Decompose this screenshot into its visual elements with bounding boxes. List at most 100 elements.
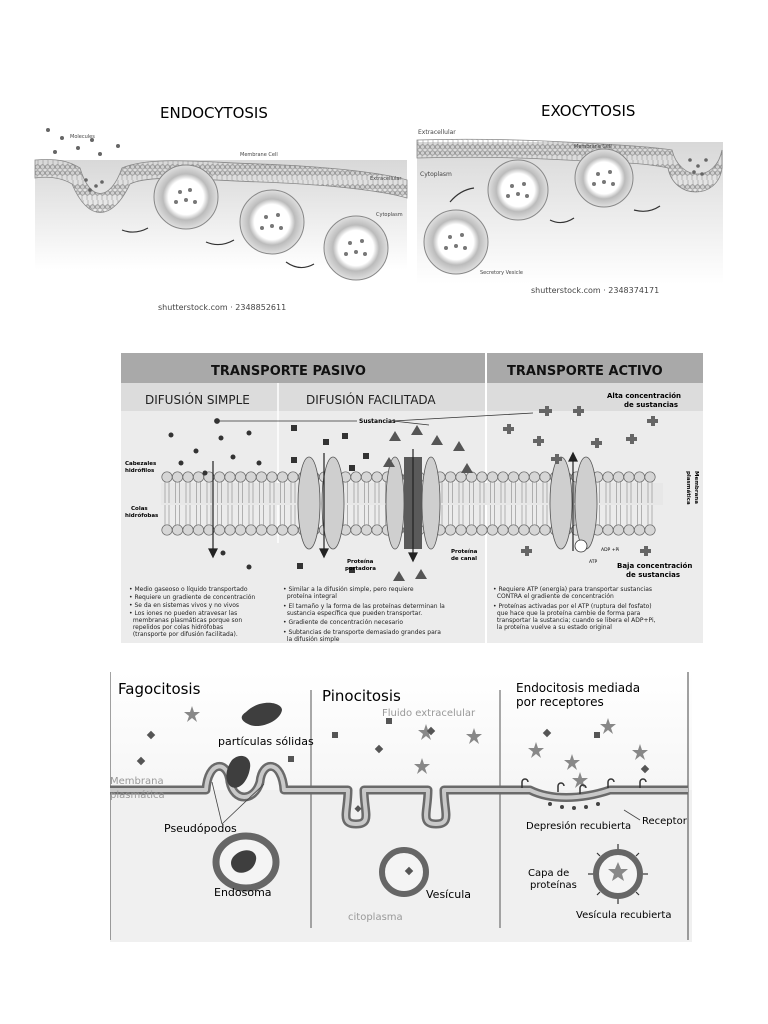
note-fac-6: la difusión simple bbox=[283, 636, 340, 643]
endo-molecules-label: Molecules bbox=[70, 134, 95, 140]
lipid-head bbox=[633, 471, 646, 483]
endo-credit: shutterstock.com · 2348852611 bbox=[158, 303, 286, 312]
endocytosis-title: ENDOCYTOSIS bbox=[160, 104, 268, 122]
membrane-label-1b: Membrana bbox=[110, 776, 164, 787]
atp-label: ATP bbox=[589, 559, 597, 565]
exo-arrows bbox=[449, 187, 661, 224]
note-act-5: la proteína vuelve a su estado original bbox=[493, 624, 612, 631]
active-title: TRANSPORTE ACTIVO bbox=[507, 364, 663, 379]
high-conc-2: de sustancias bbox=[624, 401, 678, 409]
note-simple-4: membranas plasmáticas porque son bbox=[129, 617, 242, 624]
lipid-head bbox=[507, 524, 520, 536]
note-act-4: transportar la sustancia; cuando se libe… bbox=[493, 617, 656, 624]
carrier-label-1: Proteína bbox=[347, 558, 374, 565]
membrane-label-2b: plasmática bbox=[110, 789, 165, 801]
lipid-head bbox=[486, 471, 499, 483]
exo-vesicle-3 bbox=[574, 148, 634, 208]
endo-vesicle-1 bbox=[153, 164, 219, 230]
note-fac-5: • Subtancias de transporte demasiado gra… bbox=[283, 629, 441, 636]
exocytosis-panel: EXOCYTOSIS Extracellular Membrane Cell C… bbox=[416, 102, 723, 295]
note-fac-2: • El tamaño y la forma de las proteínas … bbox=[283, 603, 445, 610]
lipid-head bbox=[276, 471, 289, 483]
heads-label-1: Cabezales bbox=[125, 461, 157, 467]
phagocytosis-panel: Fagocitosis partículas sólidas Membrana … bbox=[110, 680, 314, 899]
lipid-head bbox=[518, 471, 530, 483]
notes-simple: • Medio gaseoso o líquido transportado •… bbox=[129, 586, 255, 638]
note-act-3: que hace que la proteína cambie de forma… bbox=[493, 610, 641, 617]
receptor-title-1: Endocitosis mediada bbox=[516, 681, 640, 695]
pino-title: Pinocitosis bbox=[322, 687, 401, 705]
solid-particle-top bbox=[241, 702, 282, 727]
low-conc-2: de sustancias bbox=[626, 571, 680, 579]
lipid-head bbox=[255, 524, 268, 536]
lipid-head bbox=[213, 471, 226, 483]
coated-pit-label: Depresión recubierta bbox=[526, 820, 631, 832]
note-act-0: • Requiere ATP (energía) para transporta… bbox=[493, 586, 652, 593]
lipid-head bbox=[255, 471, 268, 483]
channel-label-2: de canal bbox=[451, 556, 477, 562]
endo-cytoplasm-label: Cytoplasm bbox=[376, 212, 403, 218]
endo-membrane-label: Membrane Cell bbox=[240, 152, 278, 158]
lipid-head bbox=[455, 524, 467, 536]
note-simple-5: repelidos por colas hidrófobas bbox=[129, 624, 223, 631]
substances-label: Sustancias bbox=[359, 418, 396, 425]
lipid-head bbox=[182, 471, 194, 483]
adp-label: ADP +Pi bbox=[601, 547, 619, 553]
phago-star bbox=[184, 706, 200, 722]
lipid-head bbox=[518, 524, 530, 536]
coat-dots bbox=[548, 802, 600, 810]
lipid-head bbox=[644, 524, 656, 536]
lipid-head bbox=[266, 524, 278, 536]
note-fac-0: • Similar a la difusión simple, pero req… bbox=[283, 586, 414, 593]
carrier-label-2: portadora bbox=[345, 566, 376, 572]
note-simple-0: • Medio gaseoso o líquido transportado bbox=[129, 586, 248, 593]
lipid-head bbox=[476, 471, 488, 483]
coated-vesicle bbox=[588, 844, 648, 904]
lipid-head bbox=[350, 524, 362, 536]
exo-membrane-label: Membrane Cell bbox=[574, 144, 612, 150]
lipid-head bbox=[465, 471, 478, 483]
lipid-head bbox=[644, 471, 656, 483]
exocytosis-title: EXOCYTOSIS bbox=[541, 102, 635, 120]
transport-arrows bbox=[208, 449, 578, 563]
note-act-2: • Proteínas activadas por el ATP (ruptur… bbox=[493, 603, 652, 610]
transport-figure: TRANSPORTE PASIVO TRANSPORTE ACTIVO DIFU… bbox=[121, 353, 703, 643]
lipid-head bbox=[192, 524, 205, 536]
lipid-head bbox=[161, 471, 173, 483]
note-simple-3: • Los iones no pueden atravesar las bbox=[129, 610, 237, 617]
atp-burst bbox=[574, 539, 588, 553]
exo-vesicle-label: Secretory Vesicle bbox=[480, 270, 523, 276]
lipid-head bbox=[444, 471, 457, 483]
notes-facilitated: • Similar a la difusión simple, pero req… bbox=[283, 586, 445, 643]
lipid-head bbox=[266, 471, 278, 483]
lipid-head bbox=[371, 524, 383, 536]
lipid-head bbox=[507, 471, 520, 483]
lipid-head bbox=[213, 524, 226, 536]
pseudopods-label: Pseudópodos bbox=[164, 822, 237, 835]
coated-vesicle-label: Vesícula recubierta bbox=[576, 909, 671, 921]
low-conc-1: Baja concentración bbox=[617, 562, 692, 570]
note-simple-2: • Se da en sistemas vivos y no vivos bbox=[129, 602, 239, 609]
simple-diffusion-molecules bbox=[168, 430, 262, 570]
lipid-head bbox=[245, 524, 257, 536]
exo-extracellular-label: Extracellular bbox=[418, 129, 456, 136]
lipid-head bbox=[224, 471, 236, 483]
lipid-head bbox=[528, 471, 541, 483]
lipid-head bbox=[612, 471, 625, 483]
endocytosis-panel: ENDOCYTOSIS Molecules Membrane Cell Extr… bbox=[34, 104, 408, 312]
pinocytosis-panel: Pinocitosis Fluido extracelular Vesícula… bbox=[322, 687, 482, 923]
endocytosis-types-figure: Fagocitosis partículas sólidas Membrana … bbox=[110, 672, 692, 942]
heads-label-2: hidrófilos bbox=[125, 467, 155, 474]
lipid-head bbox=[633, 524, 646, 536]
lipid-head bbox=[539, 524, 551, 536]
active-pump-protein bbox=[549, 456, 598, 550]
lipid-head bbox=[455, 471, 467, 483]
endo-extracellular-label: Extracellular bbox=[370, 176, 402, 182]
phago-title: Fagocitosis bbox=[118, 680, 201, 698]
lipid-head bbox=[528, 524, 541, 536]
endo-vesicle-2 bbox=[239, 189, 305, 255]
lipid-head bbox=[444, 524, 457, 536]
exo-vesicle-2 bbox=[487, 159, 549, 221]
receptor-label: Receptor bbox=[642, 816, 688, 827]
tails-label-2: hidrófobas bbox=[125, 512, 159, 519]
